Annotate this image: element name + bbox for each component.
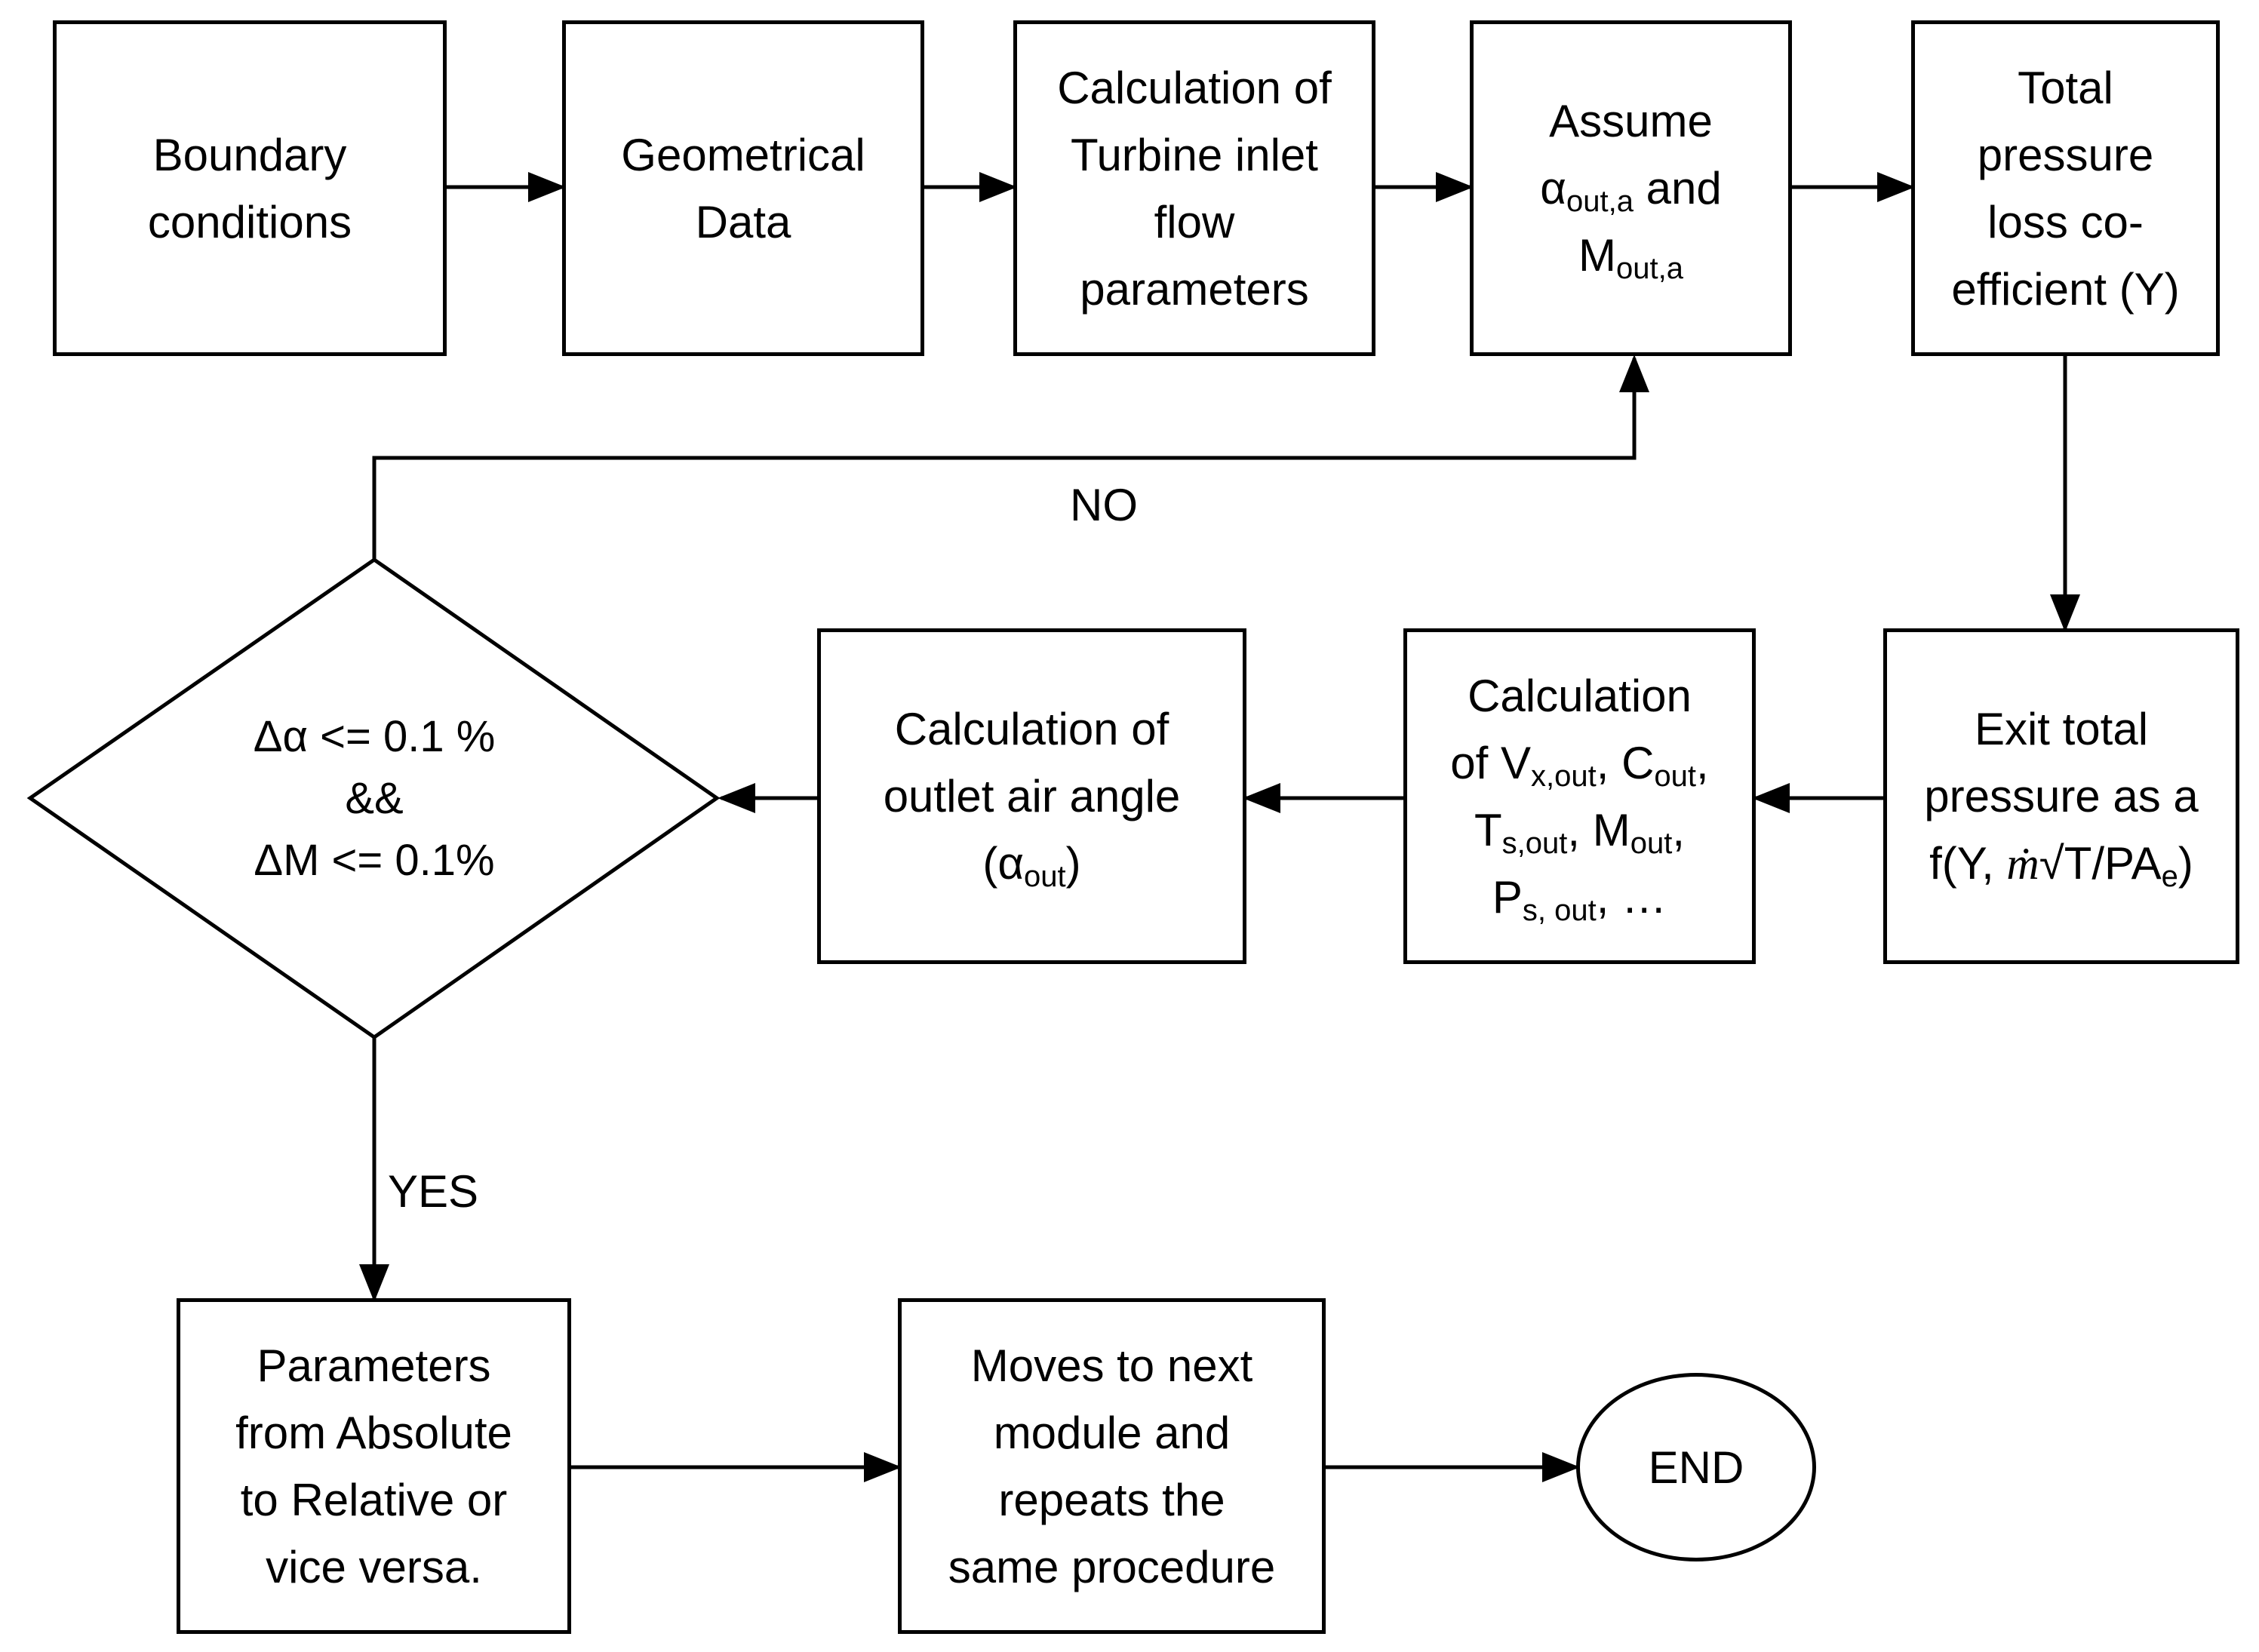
no-edge-label: NO — [1070, 480, 1138, 530]
absolute-relative-parameters-box: Parameters from Absolute to Relative or … — [177, 1298, 571, 1634]
decision-diamond — [26, 557, 721, 1040]
pressure-loss-coefficient-box: Total pressure loss co- efficient (Y) — [1911, 20, 2220, 356]
arrow-decision-no-loop — [372, 355, 1649, 560]
assume-alpha-mach-box: Assume αout,a and Mout,a — [1470, 20, 1792, 356]
geometrical-data-box: Geometrical Data — [562, 20, 924, 356]
boundary-conditions-box: Boundary conditions — [53, 20, 447, 356]
inlet-flow-parameters-box: Calculation of Turbine inlet flow parame… — [1013, 20, 1375, 356]
convergence-check-text: Δα <= 0.1 % && ΔM <= 0.1% — [253, 712, 496, 885]
outlet-calculations-box: Calculation of Vx,out, Cout, Ts,out, Mou… — [1403, 628, 1756, 964]
outlet-air-angle-box: Calculation of outlet air angle (αout) — [817, 628, 1246, 964]
exit-total-pressure-box: Exit total pressure as a f(Y, ṁ√T/PAe) — [1883, 628, 2239, 964]
next-module-box: Moves to next module and repeats the sam… — [898, 1298, 1326, 1634]
yes-edge-label: YES — [388, 1166, 479, 1217]
end-terminal: END — [1576, 1373, 1816, 1561]
